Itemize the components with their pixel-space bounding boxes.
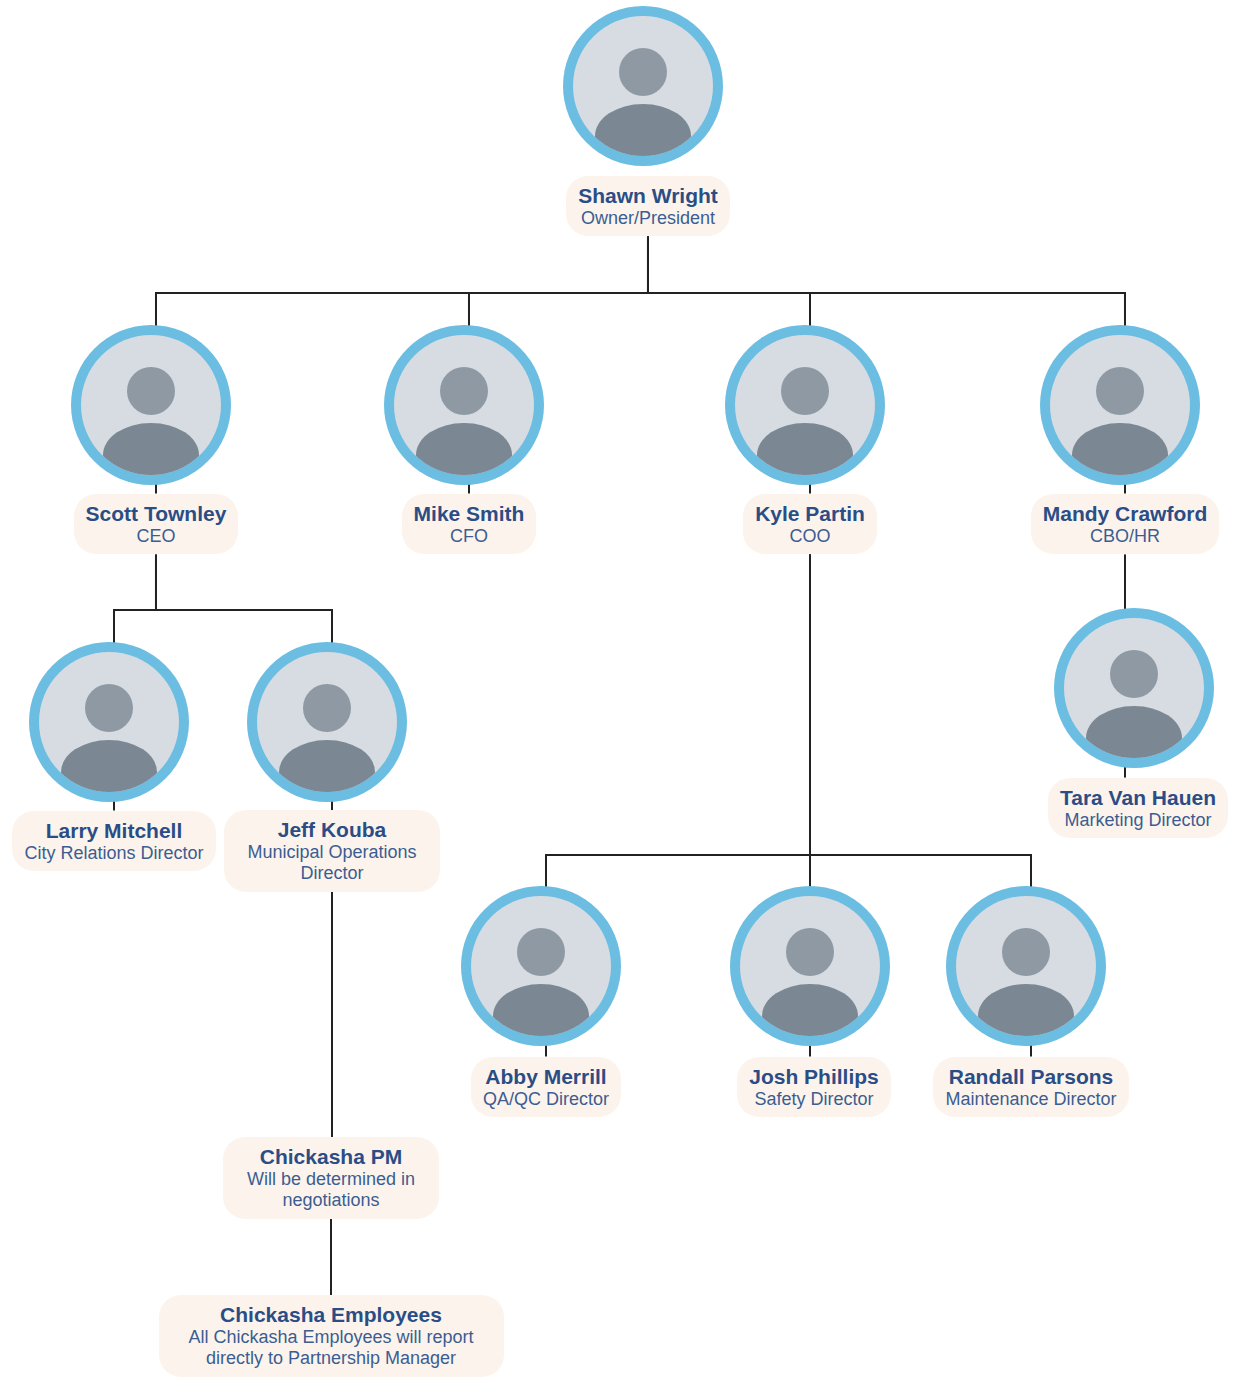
- portrait-photo: [384, 325, 544, 487]
- name-pill: Mike SmithCFO: [402, 494, 537, 555]
- org-connector: [331, 892, 333, 1137]
- person-name: Jeff Kouba: [236, 818, 428, 842]
- name-pill: Josh PhillipsSafety Director: [737, 1057, 891, 1118]
- person-name: Tara Van Hauen: [1060, 786, 1216, 810]
- job-title: COO: [755, 526, 865, 547]
- person-name: Scott Townley: [86, 502, 227, 526]
- name-pill: Randall ParsonsMaintenance Director: [933, 1057, 1128, 1118]
- name-pill: Jeff KoubaMunicipal Operations Director: [224, 810, 440, 892]
- person-name: Josh Phillips: [749, 1065, 879, 1089]
- name-pill: Abby MerrillQA/QC Director: [471, 1057, 621, 1118]
- job-title: Safety Director: [749, 1089, 879, 1110]
- name-pill: Mandy CrawfordCBO/HR: [1031, 494, 1220, 555]
- name-pill: Shawn WrightOwner/President: [566, 176, 730, 237]
- job-title: Maintenance Director: [945, 1089, 1116, 1110]
- person-name: Shawn Wright: [578, 184, 718, 208]
- person-name: Mike Smith: [414, 502, 525, 526]
- job-title: QA/QC Director: [483, 1089, 609, 1110]
- portrait-photo: [946, 886, 1106, 1048]
- person-name: Chickasha PM: [235, 1145, 427, 1169]
- person-name: Randall Parsons: [945, 1065, 1116, 1089]
- portrait-photo: [1040, 325, 1200, 487]
- job-title: CEO: [86, 526, 227, 547]
- portrait-photo: [461, 886, 621, 1048]
- portrait-photo: [1054, 608, 1214, 770]
- person-name: Mandy Crawford: [1043, 502, 1208, 526]
- portrait-photo: [725, 325, 885, 487]
- name-pill: Larry MitchellCity Relations Director: [12, 811, 215, 872]
- job-title: Will be determined in negotiations: [235, 1169, 427, 1210]
- person-name: Abby Merrill: [483, 1065, 609, 1089]
- job-title: City Relations Director: [24, 843, 203, 864]
- org-connector: [330, 1219, 332, 1295]
- person-name: Larry Mitchell: [24, 819, 203, 843]
- job-title: CFO: [414, 526, 525, 547]
- name-pill: Chickasha PMWill be determined in negoti…: [223, 1137, 439, 1219]
- name-pill: Scott TownleyCEO: [74, 494, 239, 555]
- job-title: Marketing Director: [1060, 810, 1216, 831]
- portrait-photo: [71, 325, 231, 487]
- person-name: Kyle Partin: [755, 502, 865, 526]
- job-title: Owner/President: [578, 208, 718, 229]
- job-title: CBO/HR: [1043, 526, 1208, 547]
- job-title: All Chickasha Employees will report dire…: [171, 1327, 492, 1368]
- name-pill: Kyle PartinCOO: [743, 494, 877, 555]
- name-pill: Chickasha EmployeesAll Chickasha Employe…: [159, 1295, 504, 1377]
- person-name: Chickasha Employees: [171, 1303, 492, 1327]
- org-connector: [156, 236, 648, 493]
- portrait-photo: [563, 6, 723, 168]
- portrait-photo: [29, 642, 189, 804]
- portrait-photo: [730, 886, 890, 1048]
- job-title: Municipal Operations Director: [236, 842, 428, 883]
- portrait-photo: [247, 642, 407, 804]
- name-pill: Tara Van HauenMarketing Director: [1048, 778, 1228, 839]
